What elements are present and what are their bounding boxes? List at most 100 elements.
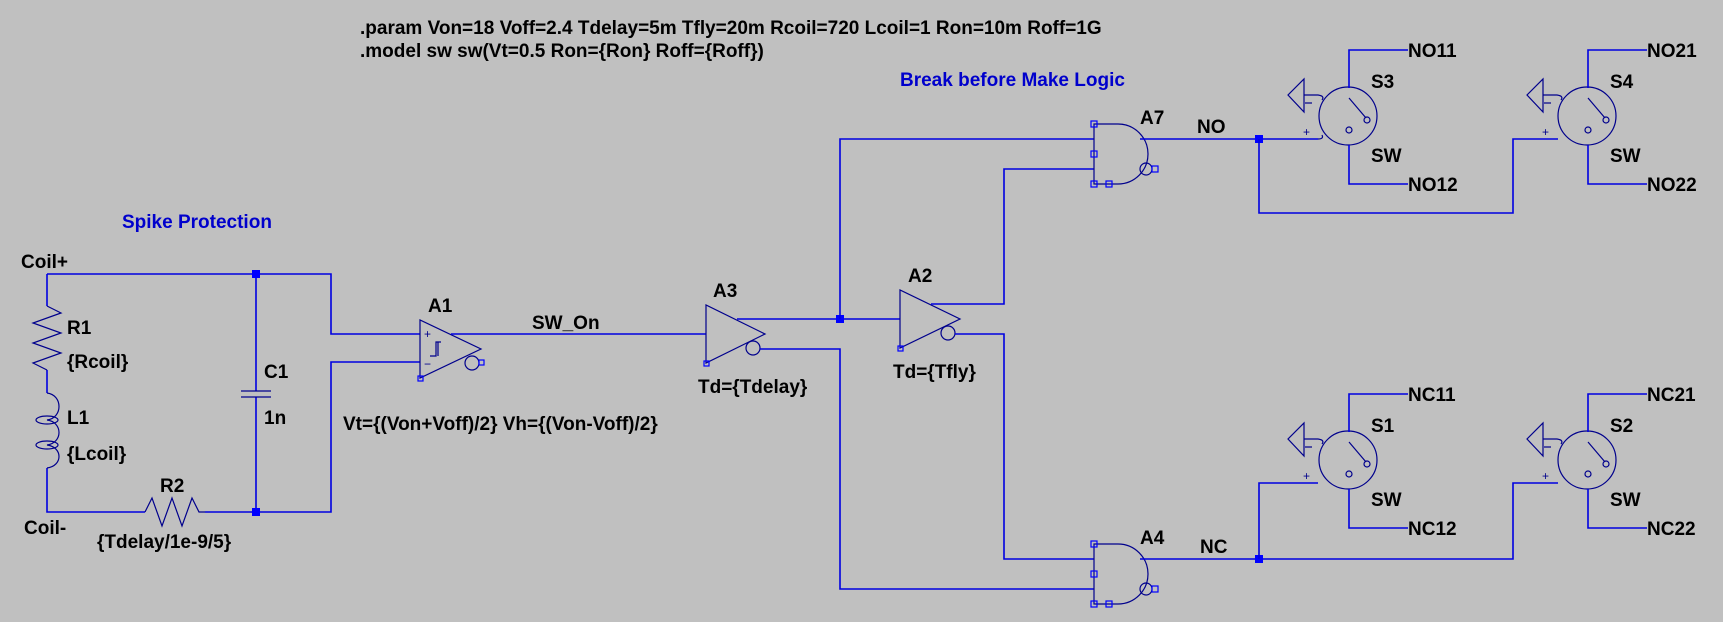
a1-pin-common[interactable] bbox=[417, 375, 424, 382]
net-label-no21[interactable]: NO21 bbox=[1647, 41, 1697, 62]
net-label-nc[interactable]: NC bbox=[1200, 537, 1228, 558]
wire-coil-neg[interactable] bbox=[205, 361, 420, 513]
wire-s4-top[interactable] bbox=[1587, 49, 1647, 88]
switch-ctrl-pos-lead bbox=[1317, 134, 1324, 140]
a2-pin-common[interactable] bbox=[897, 345, 904, 352]
wire-nc-to-s1[interactable] bbox=[1258, 482, 1318, 559]
a1-pin-out-bar[interactable] bbox=[478, 359, 485, 366]
net-label-coil-neg[interactable]: Coil- bbox=[24, 518, 66, 539]
wire-s1-bottom[interactable] bbox=[1348, 489, 1408, 529]
a4-pin[interactable] bbox=[1090, 540, 1098, 548]
s4-plus-mark: + bbox=[1542, 125, 1549, 139]
model-directive[interactable]: .model sw sw(Vt=0.5 Ron={Ron} Roff={Roff… bbox=[360, 41, 764, 62]
coil-wires[interactable] bbox=[46, 273, 420, 513]
net-label-no22[interactable]: NO22 bbox=[1647, 175, 1697, 196]
wire-s4-bottom[interactable] bbox=[1587, 145, 1647, 185]
switch-icon bbox=[1557, 430, 1617, 490]
switch-contact bbox=[1345, 126, 1353, 134]
hysteresis-icon bbox=[430, 341, 441, 357]
a4-pin[interactable] bbox=[1105, 600, 1113, 608]
switch-blade bbox=[1348, 97, 1367, 119]
buffer-a3[interactable]: A3 Td={Tdelay} bbox=[698, 281, 808, 398]
wire-nc[interactable] bbox=[1140, 482, 1558, 560]
net-label-no11[interactable]: NO11 bbox=[1408, 41, 1457, 62]
resistor-r2[interactable]: R2 {Tdelay/1e-9/5} bbox=[97, 476, 232, 553]
r1-name: R1 bbox=[67, 318, 92, 339]
wire-s3-top[interactable] bbox=[1348, 49, 1408, 88]
net-label-sw-on[interactable]: SW_On bbox=[532, 313, 600, 334]
a4-name: A4 bbox=[1140, 528, 1165, 549]
wire-l1-r2[interactable] bbox=[46, 468, 145, 513]
inductor-l1[interactable]: L1 {Lcoil} bbox=[35, 392, 127, 469]
switch-s3[interactable]: + S3 SW bbox=[1287, 49, 1408, 185]
net-label-nc21[interactable]: NC21 bbox=[1647, 385, 1696, 406]
a1-inverting-bubble bbox=[464, 355, 480, 371]
wire-a3-inv-to-a4[interactable] bbox=[760, 348, 1094, 590]
and-gate-icon bbox=[1093, 543, 1149, 605]
switch-s1[interactable]: + S1 SW bbox=[1287, 393, 1408, 529]
schmitt-trigger-a1[interactable]: + − A1 Vt={(Von+Voff)/2} Vh={(Von-Voff)/… bbox=[343, 296, 658, 435]
switch-contact bbox=[1602, 460, 1610, 468]
switch-ctrl-neg-lead bbox=[1304, 94, 1324, 101]
resistor-r1[interactable]: R1 {Rcoil} bbox=[31, 305, 129, 373]
wire-coil-pos[interactable] bbox=[47, 273, 420, 335]
s2-name: S2 bbox=[1610, 416, 1633, 437]
param-directive[interactable]: .param Von=18 Voff=2.4 Tdelay=5m Tfly=20… bbox=[360, 18, 1102, 39]
wire-s3-bottom[interactable] bbox=[1348, 145, 1408, 185]
a1-value: Vt={(Von+Voff)/2} Vh={(Von-Voff)/2} bbox=[343, 414, 658, 435]
net-label-nc22[interactable]: NC22 bbox=[1647, 519, 1696, 540]
s4-model: SW bbox=[1610, 146, 1641, 167]
a1-name: A1 bbox=[428, 296, 453, 317]
net-label-no12[interactable]: NO12 bbox=[1408, 175, 1458, 196]
a7-pin-out-bar[interactable] bbox=[1151, 165, 1159, 173]
wire-s1-top[interactable] bbox=[1348, 393, 1408, 432]
net-label-coil-pos[interactable]: Coil+ bbox=[21, 252, 68, 273]
c1-value: 1n bbox=[264, 408, 286, 429]
switch-icon bbox=[1318, 430, 1378, 490]
buffer-a2[interactable]: A2 Td={Tfly} bbox=[893, 266, 976, 383]
switch-contact bbox=[1584, 470, 1592, 478]
s2-plus-mark: + bbox=[1542, 469, 1549, 483]
inductor-l1-loop bbox=[35, 440, 59, 450]
junction-coil-pos bbox=[252, 270, 260, 278]
net-label-nc12[interactable]: NC12 bbox=[1408, 519, 1457, 540]
l1-value: {Lcoil} bbox=[67, 444, 127, 465]
ground-arrow-icon bbox=[1287, 421, 1305, 458]
buffer-icon bbox=[705, 304, 767, 364]
switch-blade bbox=[1587, 97, 1606, 119]
and-gate-a4[interactable]: A4 bbox=[1090, 528, 1165, 608]
switch-ctrl-neg-lead bbox=[1304, 438, 1324, 445]
switch-contact bbox=[1363, 116, 1371, 124]
switch-s4[interactable]: + S4 SW bbox=[1526, 49, 1647, 185]
capacitor-c1[interactable]: C1 1n bbox=[241, 362, 289, 429]
net-label-no[interactable]: NO bbox=[1197, 117, 1226, 138]
switch-ctrl-neg-lead bbox=[1543, 94, 1563, 101]
a4-pin[interactable] bbox=[1090, 570, 1098, 578]
a4-pin[interactable] bbox=[1090, 600, 1098, 608]
switch-s2[interactable]: + S2 SW bbox=[1526, 393, 1647, 529]
a7-pin[interactable] bbox=[1090, 150, 1098, 158]
a3-value: Td={Tdelay} bbox=[698, 377, 808, 398]
wire-s2-bottom[interactable] bbox=[1587, 489, 1647, 529]
l1-name: L1 bbox=[67, 408, 90, 429]
a7-pin[interactable] bbox=[1105, 180, 1113, 188]
a3-pin-common[interactable] bbox=[703, 360, 710, 367]
a7-pin[interactable] bbox=[1090, 180, 1098, 188]
wire-a2-inv-to-a4[interactable] bbox=[955, 333, 1094, 560]
switch-blade bbox=[1587, 441, 1606, 463]
and-gate-a7[interactable]: A7 bbox=[1090, 108, 1164, 188]
a2-value: Td={Tfly} bbox=[893, 362, 976, 383]
a4-pin-out-bar[interactable] bbox=[1151, 585, 1159, 593]
inductor-l1-icon bbox=[46, 392, 60, 469]
spike-protection-comment[interactable]: Spike Protection bbox=[122, 212, 272, 233]
wire-no-to-s4[interactable] bbox=[1258, 138, 1558, 214]
break-before-make-comment[interactable]: Break before Make Logic bbox=[900, 70, 1125, 91]
wire-s2-top[interactable] bbox=[1587, 393, 1647, 432]
wire-to-a7-in1[interactable] bbox=[839, 138, 1094, 319]
switch-contact bbox=[1345, 470, 1353, 478]
a7-pin[interactable] bbox=[1090, 120, 1098, 128]
switch-ctrl-neg-lead bbox=[1543, 438, 1563, 445]
wire-a2-out-to-a7[interactable] bbox=[931, 168, 1094, 305]
net-label-nc11[interactable]: NC11 bbox=[1408, 385, 1456, 406]
r2-value: {Tdelay/1e-9/5} bbox=[97, 532, 232, 553]
